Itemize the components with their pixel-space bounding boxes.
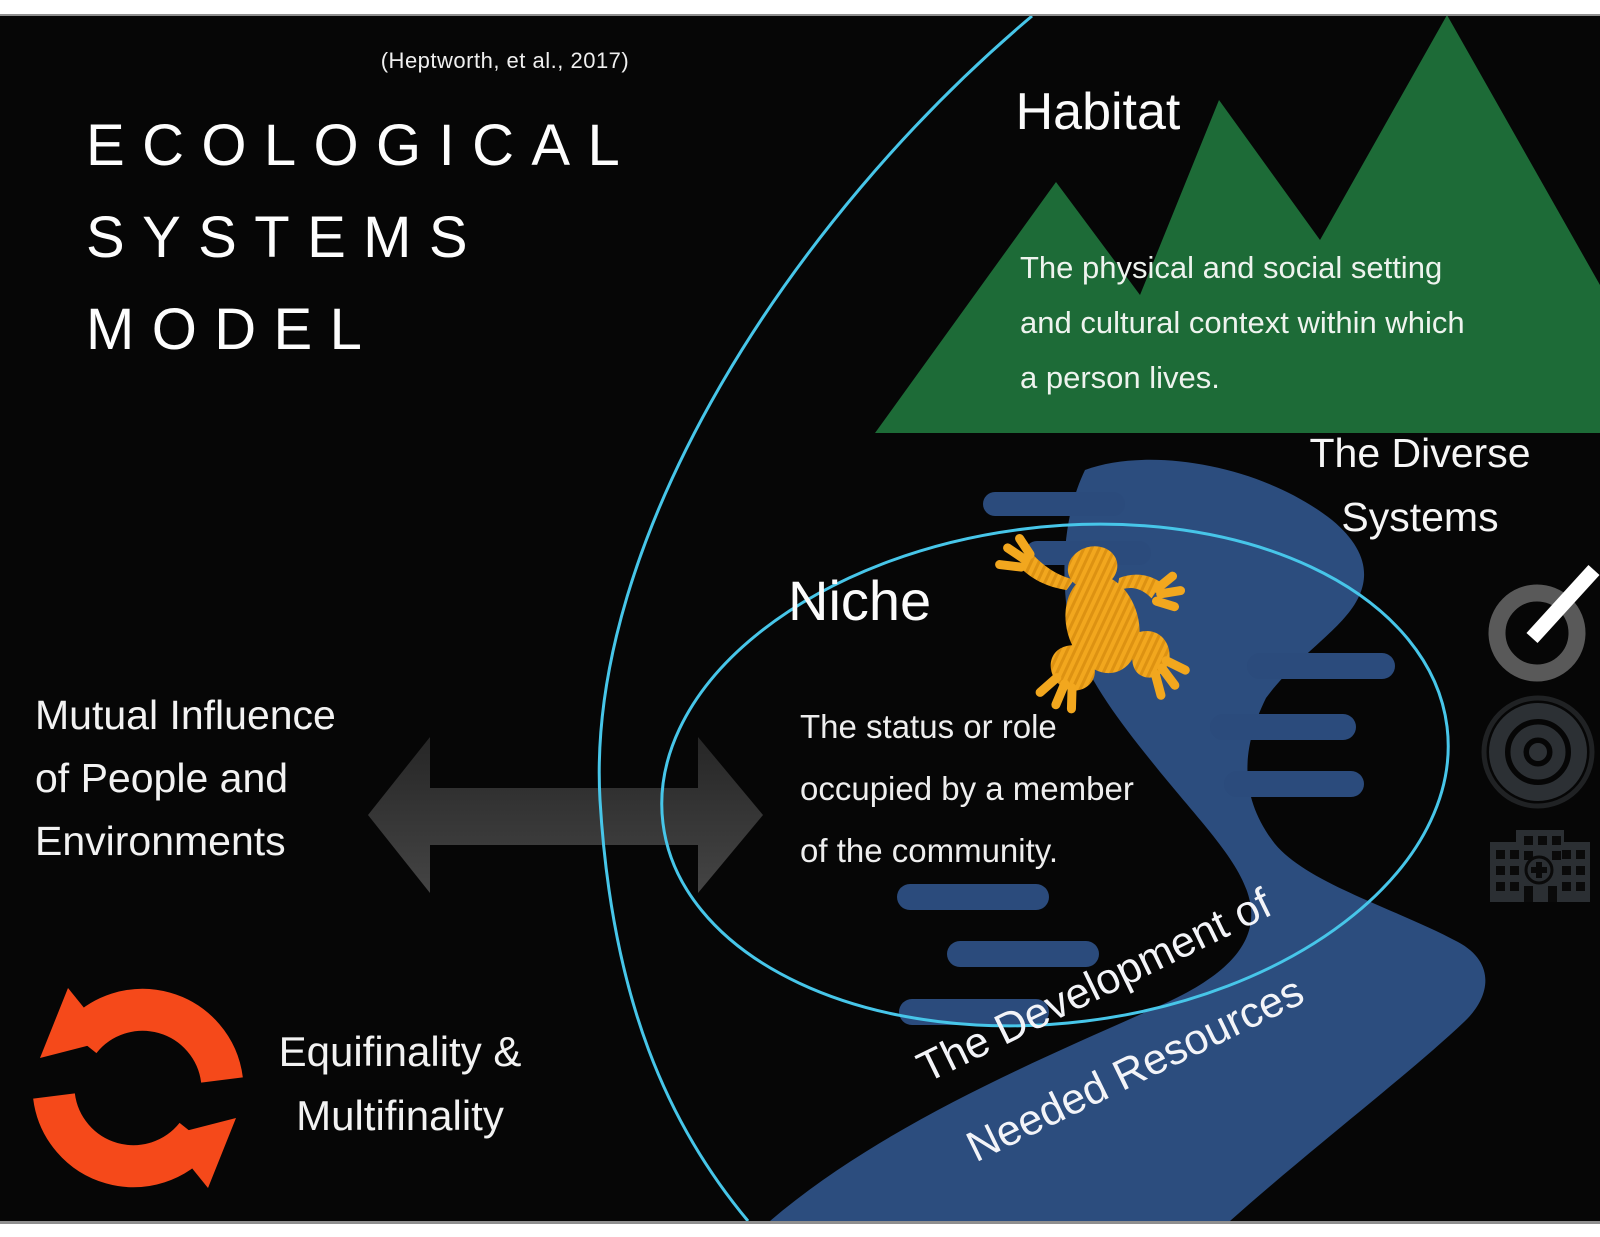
equifinality-label-line: Equifinality & <box>278 1028 522 1075</box>
frog-icon <box>995 533 1190 714</box>
niche-description-line: occupied by a member <box>800 770 1134 807</box>
niche-label: Niche <box>788 569 932 632</box>
page-bottom-margin <box>0 1221 1600 1237</box>
dial-circle-icon <box>1488 564 1600 682</box>
page-title-line-2: SYSTEMS <box>86 205 485 270</box>
river-path-shape <box>770 459 1486 1222</box>
red-cycle-arrows-icon <box>33 988 243 1188</box>
concentric-rings-icon <box>1481 695 1595 809</box>
equifinality-label-line: Multifinality <box>296 1092 504 1139</box>
niche-description-line: of the community. <box>800 832 1058 869</box>
mutual-influence-label-line: Environments <box>35 818 286 864</box>
citation-text: (Heptworth, et al., 2017) <box>380 48 630 73</box>
mutual-influence-label-line: Mutual Influence <box>35 692 336 738</box>
habitat-description-line: The physical and social setting <box>1020 250 1443 285</box>
page-title-line-1: ECOLOGICAL <box>86 113 638 178</box>
habitat-description-line: a person lives. <box>1020 360 1220 395</box>
page-title-line-3: MODEL <box>86 297 380 362</box>
stream-dash-icon <box>897 492 1395 1025</box>
habitat-description-line: and cultural context within which <box>1020 305 1465 340</box>
double-arrow-icon <box>368 737 763 893</box>
mutual-influence-label-line: of People and <box>35 755 289 801</box>
niche-description-line: The status or role <box>800 708 1057 745</box>
diverse-systems-label-line: The Diverse <box>1309 430 1531 476</box>
mountain-range-icon <box>875 15 1600 433</box>
page-top-margin <box>0 0 1600 16</box>
hospital-building-icon <box>1490 830 1590 902</box>
habitat-label: Habitat <box>1015 83 1181 141</box>
system-boundary-curves <box>597 14 1450 1222</box>
diverse-systems-label-line: Systems <box>1341 494 1499 540</box>
